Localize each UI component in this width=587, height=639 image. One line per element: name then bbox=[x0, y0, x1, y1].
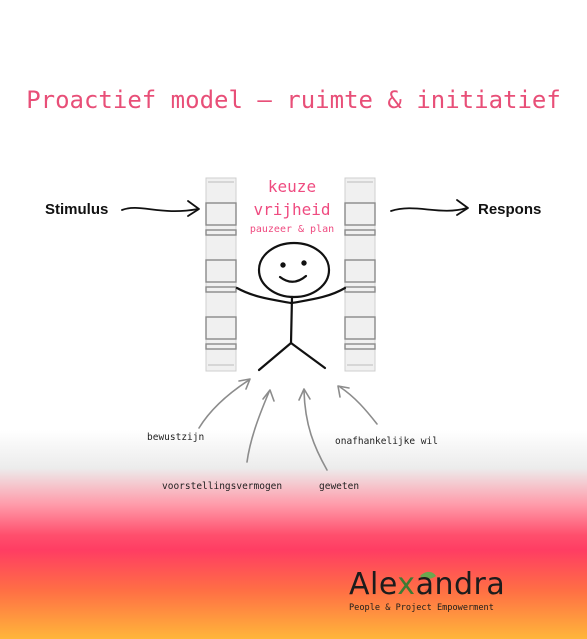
right-wall bbox=[344, 177, 376, 372]
vrijheid-label: vrijheid bbox=[253, 200, 331, 219]
diagram-title: Proactief model – ruimte & initiatief bbox=[26, 86, 561, 114]
keuze-label: keuze bbox=[267, 177, 317, 196]
logo-name: Alexandra bbox=[349, 569, 505, 601]
leaf-icon bbox=[420, 571, 436, 594]
influence-label-onafhankelijke-wil: onafhankelijke wil bbox=[335, 436, 438, 447]
respons-label: Respons bbox=[478, 201, 542, 218]
stimulus-arrow bbox=[121, 200, 200, 217]
left-wall bbox=[205, 177, 237, 372]
logo-tagline: People & Project Empowerment bbox=[349, 603, 494, 613]
stimulus-label: Stimulus bbox=[45, 201, 109, 218]
logo-x: x bbox=[397, 567, 416, 602]
influence-label-geweten: geweten bbox=[319, 481, 360, 492]
influence-label-bewustzijn: bewustzijn bbox=[147, 432, 205, 443]
respons-arrow bbox=[390, 199, 469, 216]
logo-name-start: Ale bbox=[349, 567, 398, 602]
influence-label-voorstellingsvermogen: voorstellingsvermogen bbox=[162, 481, 283, 492]
stick-figure bbox=[235, 241, 347, 372]
pauzeer-plan-label: pauzeer & plan bbox=[249, 224, 335, 235]
logo-name-end: andra bbox=[415, 567, 506, 602]
alexandra-logo: Alexandra People & Project Empowerment bbox=[349, 569, 505, 614]
influence-arrows bbox=[198, 378, 378, 471]
